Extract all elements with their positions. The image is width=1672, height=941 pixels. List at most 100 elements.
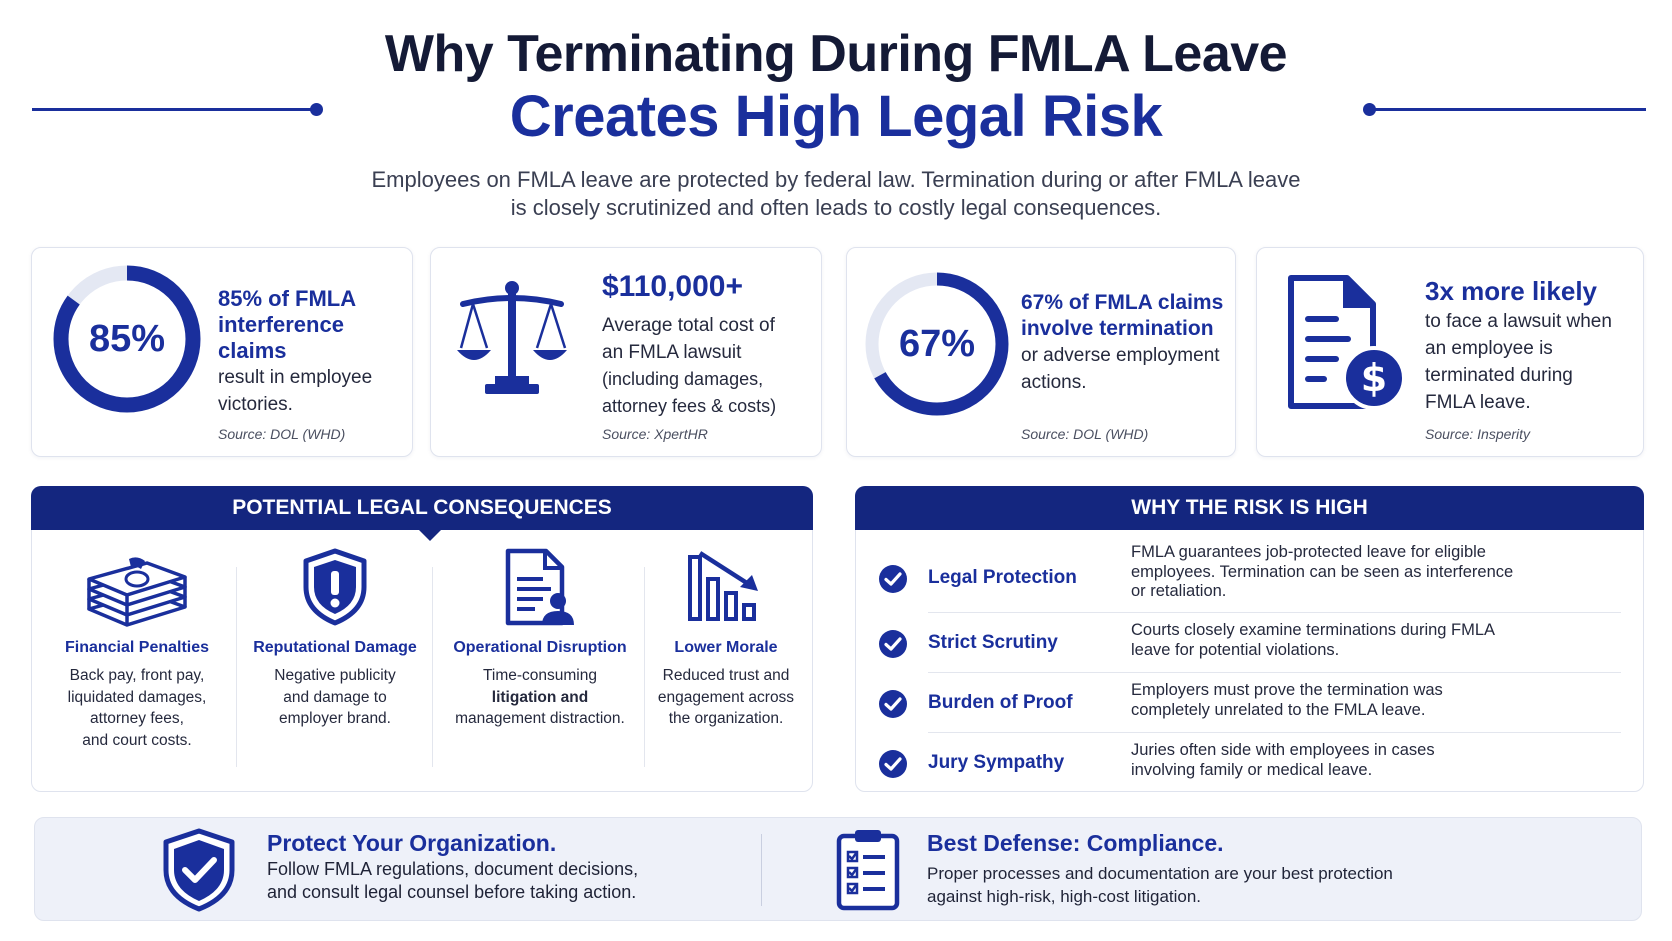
stat-headline-line-1: 67% of FMLA claims	[1021, 291, 1224, 314]
declining-chart-icon	[688, 551, 758, 621]
checkmark-circle-icon	[879, 630, 907, 658]
stat-text: 3x more likely to face a lawsuit when an…	[1425, 274, 1639, 416]
consequence-body-line: Reduced trust and	[662, 667, 790, 684]
checkmark-circle-icon	[879, 750, 907, 778]
stat-card-lawsuit-cost: $110,000+ Average total cost of an FMLA …	[430, 247, 822, 457]
risk-description: Juries often side with employees in case…	[1131, 741, 1601, 780]
decorative-dot-left	[310, 103, 323, 116]
stat-body-line-2: an employee is	[1425, 338, 1553, 359]
consequence-body: Time-consuming litigation and management…	[434, 665, 646, 730]
risk-label: Burden of Proof	[928, 692, 1073, 713]
stat-body-line-2: actions.	[1021, 372, 1087, 393]
footer-right-body: Proper processes and documentation are y…	[927, 862, 1393, 908]
page-title-line-1: Why Terminating During FMLA Leave	[384, 25, 1288, 83]
consequence-body-line: management distraction.	[455, 710, 625, 727]
header: Why Terminating During FMLA Leave Create…	[0, 22, 1672, 222]
stat-text: 67% of FMLA claims involve termination o…	[1021, 290, 1231, 396]
consequence-reputational-damage: Reputational Damage Negative publicity a…	[240, 547, 430, 779]
consequence-body-line: engagement across	[657, 688, 795, 706]
consequence-body-line: and court costs.	[82, 731, 192, 749]
stat-body-line-2: victories.	[218, 394, 293, 415]
risk-description-line: involving family or medical leave.	[1131, 760, 1373, 779]
stat-body-line-1: Average total cost of	[602, 315, 775, 336]
risk-panel: WHY THE RISK IS HIGH Legal Protection FM…	[855, 486, 1644, 792]
stat-source: Source: Insperity	[1425, 426, 1531, 442]
consequence-body-line: Time-consuming	[483, 667, 597, 684]
risk-description-line: Juries often side with employees in case…	[1131, 741, 1435, 759]
risk-item-strict-scrutiny: Strict Scrutiny Courts closely examine t…	[878, 613, 1621, 673]
consequence-body: Reduced trust and engagement across the …	[646, 665, 806, 730]
footer-right-title: Best Defense: Compliance.	[927, 830, 1224, 856]
risk-description: FMLA guarantees job-protected leave for …	[1131, 543, 1601, 602]
stat-body-line-3: (including damages,	[602, 369, 764, 389]
progress-ring	[53, 265, 201, 413]
consequence-lower-morale: Lower Morale Reduced trust and engagemen…	[646, 547, 806, 779]
consequence-title: Financial Penalties	[64, 639, 210, 656]
stat-big-value: 3x more likely	[1425, 276, 1597, 306]
checkmark-circle-icon	[879, 565, 907, 593]
stat-headline-line-2: interference claims	[218, 312, 344, 363]
risk-item-jury-sympathy: Jury Sympathy Juries often side with emp…	[878, 733, 1621, 793]
decorative-line-left	[32, 108, 318, 111]
stat-body-line-2: an FMLA lawsuit	[602, 342, 742, 363]
row-divider	[928, 672, 1621, 673]
clipboard-checklist-icon	[836, 830, 900, 911]
risk-description-line: Courts closely examine terminations duri…	[1131, 621, 1496, 639]
consequence-financial-penalties: Financial Penalties Back pay, front pay,…	[42, 547, 232, 779]
page-subtitle: Employees on FMLA leave are protected by…	[0, 166, 1672, 222]
money-stack-icon	[87, 557, 187, 627]
risk-description-line: FMLA guarantees job-protected leave for …	[1131, 543, 1486, 561]
stat-body-line-1: to face a lawsuit when	[1425, 311, 1612, 332]
stat-text: 85% of FMLA interference claims result i…	[218, 286, 408, 418]
consequences-panel: POTENTIAL LEGAL CONSEQUENCES Financial P…	[31, 486, 813, 792]
consequences-heading: POTENTIAL LEGAL CONSEQUENCES	[31, 486, 813, 530]
checkmark-circle-icon	[879, 690, 907, 718]
progress-ring	[865, 272, 1009, 416]
subtitle-line-1: Employees on FMLA leave are protected by…	[371, 167, 1301, 192]
heading-notch	[418, 529, 442, 541]
stat-body-line-4: FMLA leave.	[1425, 392, 1531, 413]
ring-percent-label: 85%	[88, 318, 166, 360]
decorative-dot-right	[1363, 103, 1376, 116]
column-divider	[236, 567, 237, 767]
consequence-title: Operational Disruption	[453, 639, 627, 656]
consequence-body-line: litigation and	[491, 688, 589, 706]
risk-heading: WHY THE RISK IS HIGH	[855, 486, 1644, 530]
consequence-title: Reputational Damage	[253, 639, 417, 656]
document-person-icon	[505, 548, 574, 626]
risk-item-legal-protection: Legal Protection FMLA guarantees job-pro…	[878, 539, 1621, 613]
footer-body-line: Proper processes and documentation are y…	[927, 864, 1393, 883]
stat-source: Source: DOL (WHD)	[218, 426, 346, 442]
stat-body-line-4: attorney fees & costs)	[602, 396, 777, 416]
stat-headline-line-1: 85% of FMLA	[218, 286, 357, 311]
risk-description-line: Employers must prove the termination was	[1131, 681, 1443, 699]
footer-banner: Protect Your Organization. Follow FMLA r…	[34, 817, 1642, 921]
row-divider	[928, 732, 1621, 733]
consequence-body-line: Back pay, front pay,	[69, 667, 205, 684]
consequence-body-line: Negative publicity	[274, 667, 396, 684]
scales-of-justice-icon	[457, 281, 567, 394]
stat-source: Source: DOL (WHD)	[1021, 426, 1149, 442]
footer-body-line: Follow FMLA regulations, document decisi…	[267, 859, 639, 879]
row-divider	[928, 612, 1621, 613]
footer-left-body: Follow FMLA regulations, document decisi…	[267, 858, 638, 904]
column-divider	[432, 567, 433, 767]
consequence-body: Back pay, front pay, liquidated damages,…	[42, 665, 232, 751]
consequence-body-line: employer brand.	[278, 710, 391, 727]
footer-left-title: Protect Your Organization.	[267, 830, 557, 856]
risk-description-line: employees. Termination can be seen as in…	[1131, 562, 1514, 581]
stat-text: $110,000+ Average total cost of an FMLA …	[602, 270, 816, 420]
footer-body-line: and consult legal counsel before taking …	[267, 882, 637, 902]
shield-check-icon	[163, 828, 235, 912]
decorative-line-right	[1370, 108, 1646, 111]
consequence-body: Negative publicity and damage to employe…	[240, 665, 430, 730]
stat-body-line-3: terminated during	[1425, 365, 1573, 386]
stat-big-value: $110,000+	[602, 270, 743, 303]
stat-body-line-1: or adverse employment	[1021, 345, 1220, 366]
risk-description-line: leave for potential violations.	[1131, 640, 1340, 659]
risk-label: Legal Protection	[928, 567, 1077, 588]
stat-source: Source: XpertHR	[602, 426, 708, 442]
risk-description-line: or retaliation.	[1131, 582, 1227, 600]
consequence-body-line: the organization.	[668, 710, 784, 727]
consequence-title: Lower Morale	[674, 639, 778, 656]
